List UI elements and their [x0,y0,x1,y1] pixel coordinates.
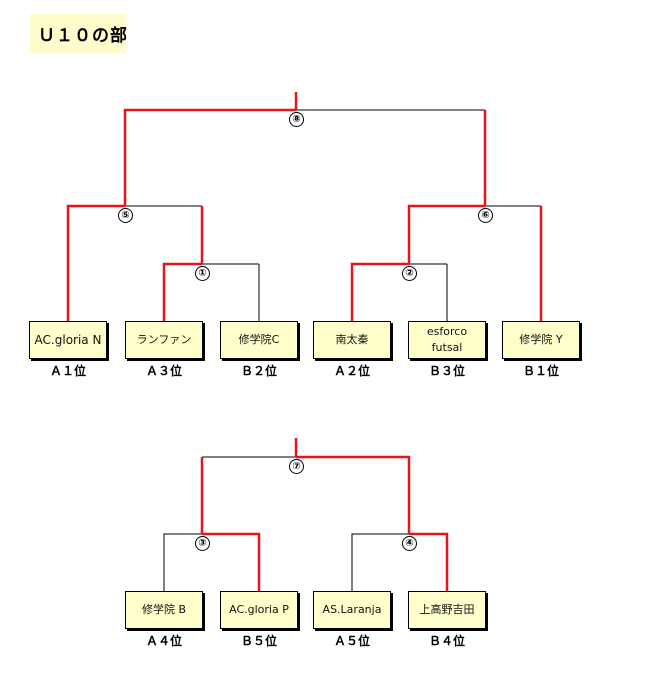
team-box-minami-uzumasa: 南太秦 [313,321,391,359]
team-box-as-laranja: AS.Laranja [313,591,391,629]
match-number-2: ② [402,266,417,281]
match-5-left-path [66,204,125,321]
match-number-7: ⑦ [289,459,304,474]
match-number-4: ④ [402,536,417,551]
final-8-left-path [123,108,296,206]
top-bracket-loser-lines [125,109,541,321]
team-rank: Ｂ２位 [240,364,277,378]
match-2-left-path [350,262,409,321]
match-number-8: ⑧ [289,112,304,127]
team-box-shugakuin-c: 修学院C [220,321,298,359]
match-6-left-path [407,204,485,264]
team-rank: Ｂ１位 [522,364,559,378]
match-number-1: ① [195,266,210,281]
match-3-left-path [163,533,202,591]
team-rank: Ａ１位 [49,364,86,378]
title-background [30,14,126,54]
team-rank: Ｂ３位 [428,364,465,378]
team-box-kamitakano-yoshida: 上高野吉田 [408,591,486,629]
match-number-5: ⑤ [118,208,133,223]
team-box-ac-gloria-n: AC.gloria N [29,321,107,359]
team-rank: Ａ５位 [333,634,370,648]
top-bracket-winner-lines [66,92,543,321]
team-rank: Ｂ５位 [240,634,277,648]
match-3-right-path [202,532,261,591]
team-rank: Ａ４位 [145,634,182,648]
final-7-right-path [296,455,411,534]
match-number-3: ③ [195,536,210,551]
team-rank: Ａ３位 [145,364,182,378]
page-title: Ｕ１０の部 [38,26,128,46]
team-box-shugakuin-b: 修学院 B [125,591,203,629]
team-box-shugakuin-y: 修学院 Y [502,321,580,359]
team-box-esforco-futsal: esforco futsal [408,321,486,359]
match-4-left-path [351,533,409,591]
match-4-right-path [409,532,449,591]
bottom-bracket-winner-lines [200,438,449,591]
team-box-ranfan: ランファン [125,321,203,359]
team-box-ac-gloria-p: AC.gloria P [220,591,298,629]
match-number-6: ⑥ [478,208,493,223]
team-rank: Ａ２位 [333,364,370,378]
match-1-left-path [162,262,202,321]
team-rank: Ｂ４位 [428,634,465,648]
